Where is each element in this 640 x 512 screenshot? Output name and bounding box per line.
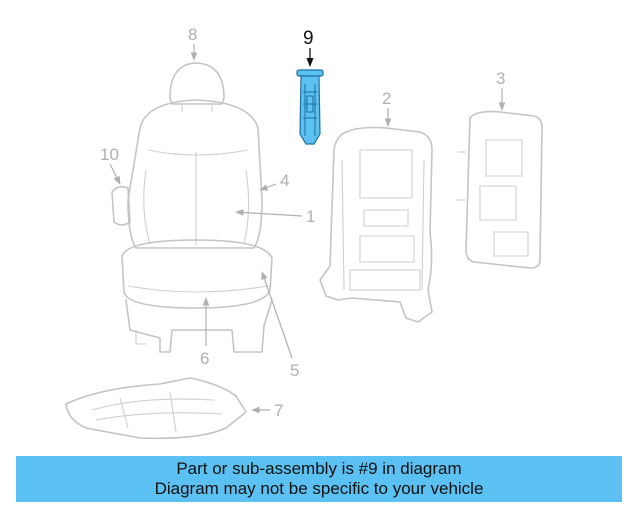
callout-4: 4	[280, 171, 289, 190]
seat-parts-diagram: 8 9 2 3 4 1 10 5 6 7	[65, 25, 543, 440]
callout-8: 8	[188, 25, 197, 44]
info-banner: Part or sub-assembly is #9 in diagram Di…	[16, 456, 622, 502]
callout-2: 2	[382, 89, 391, 108]
seat-back-frame	[319, 126, 433, 323]
callout-10: 10	[100, 145, 119, 164]
headrest	[169, 62, 225, 105]
callout-1: 1	[306, 207, 315, 226]
seat-assembly	[111, 62, 273, 353]
banner-line-2: Diagram may not be specific to your vehi…	[154, 479, 484, 498]
callout-9: 9	[303, 28, 314, 49]
callout-5: 5	[290, 361, 299, 380]
recliner-handle	[111, 185, 131, 226]
seat-base	[125, 299, 273, 353]
callout-7: 7	[274, 401, 283, 420]
banner-line-1: Part or sub-assembly is #9 in diagram	[176, 459, 462, 478]
seat-cushion	[121, 239, 273, 309]
callout-3: 3	[496, 69, 505, 88]
seat-back-panel	[456, 110, 543, 269]
part-9-highlighted	[296, 69, 324, 145]
seat-back	[127, 99, 263, 249]
callout-6: 6	[200, 349, 209, 368]
cushion-frame	[65, 377, 247, 440]
